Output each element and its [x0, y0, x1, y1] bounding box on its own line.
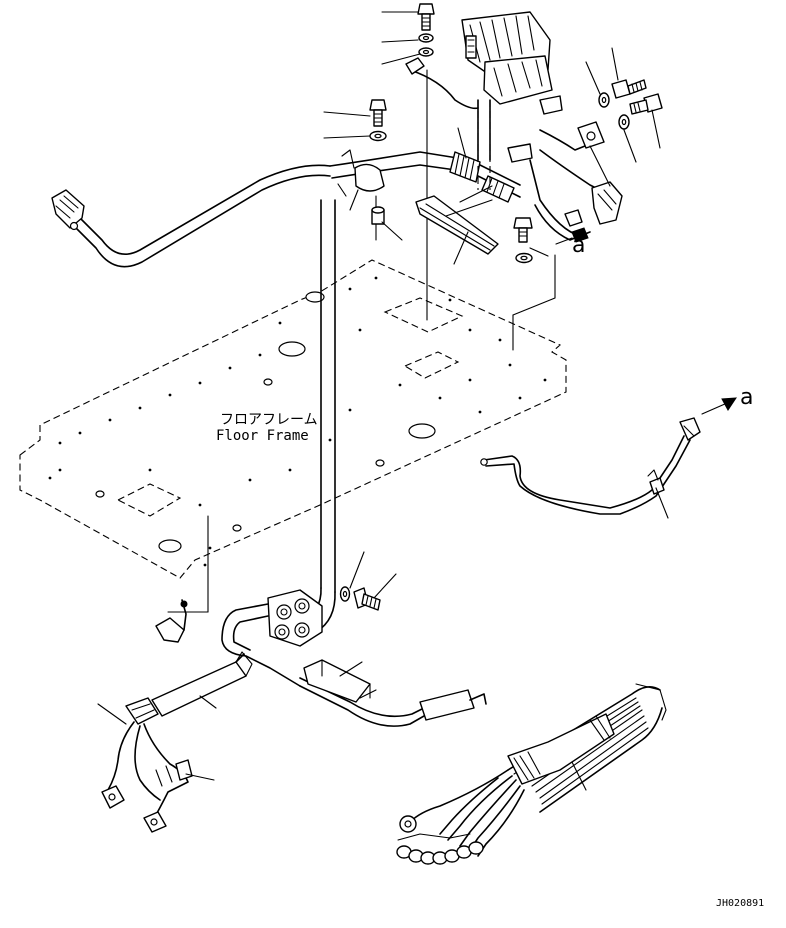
frame-label-en: Floor Frame — [216, 428, 309, 444]
washer-mid-right — [515, 252, 533, 264]
view-marker-a-right: a — [740, 385, 753, 410]
clip-top — [405, 57, 425, 75]
floor-frame-plate — [19, 259, 567, 579]
separate-harness-right — [480, 417, 701, 515]
bolt-right-2 — [629, 93, 663, 115]
frame-label-jp: フロアフレーム — [220, 412, 318, 428]
washer-top-1 — [418, 33, 434, 43]
bolt-right-1 — [611, 79, 647, 99]
main-wire-bundle — [396, 683, 667, 865]
washer-right-1 — [598, 92, 610, 108]
washer-top-2 — [418, 47, 434, 57]
right-connectors — [507, 121, 623, 243]
lower-left-sensor-harness — [101, 721, 193, 833]
washer-lower — [339, 586, 351, 602]
view-marker-a-left: a — [572, 233, 585, 258]
lower-harness — [125, 603, 487, 727]
washer-right-2 — [618, 114, 630, 130]
lower-connector-block — [267, 589, 323, 647]
drawing-code: JH020891 — [716, 898, 764, 909]
alignment-lines — [167, 69, 556, 613]
view-arrow-upper — [555, 237, 573, 245]
bolt-mid-right — [513, 217, 533, 243]
lower-left-clip — [155, 599, 188, 643]
spacer-collar — [371, 206, 385, 225]
leader-lines — [97, 11, 669, 791]
bolt-upper-left — [369, 99, 387, 127]
view-arrow-right — [701, 397, 737, 415]
harness-bracket — [415, 195, 499, 255]
plate-bolt-holes — [48, 276, 547, 567]
bolt-top-1 — [417, 3, 435, 31]
relay-box — [461, 11, 563, 115]
bolt-lower — [353, 587, 381, 611]
washer-upper-left — [369, 130, 387, 142]
